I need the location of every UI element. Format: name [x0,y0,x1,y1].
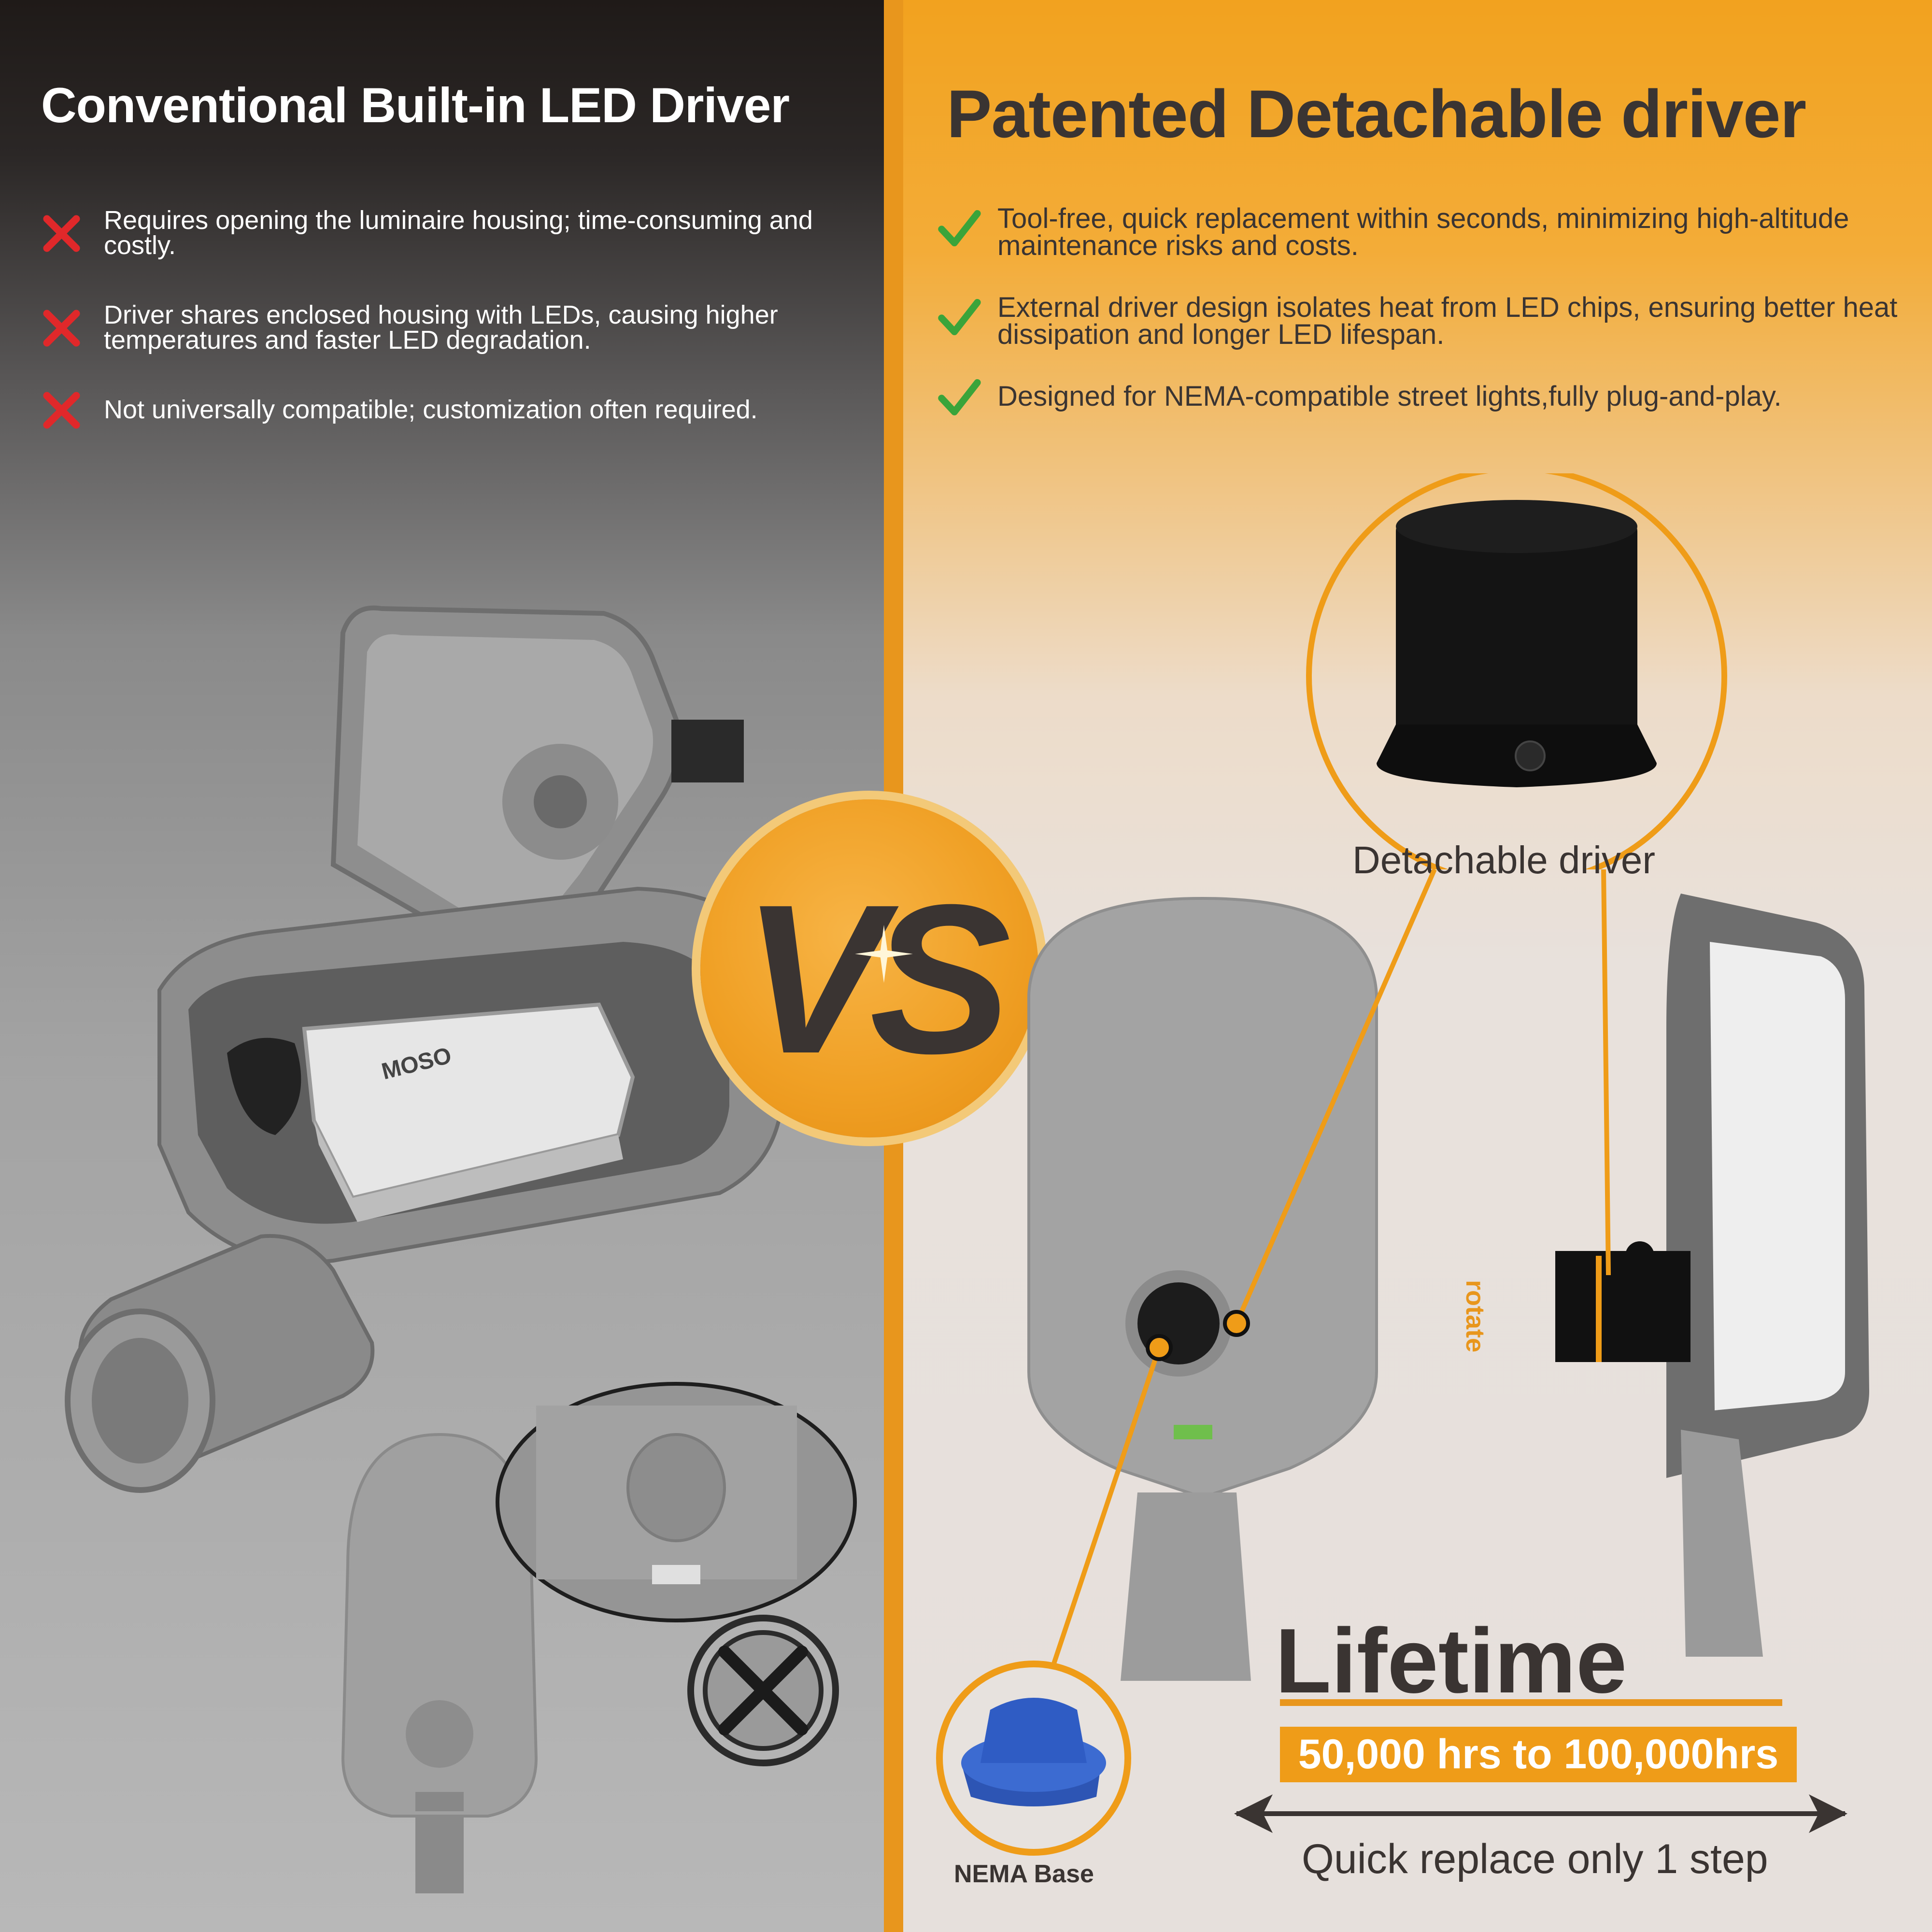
cross-icon [43,215,80,252]
double-arrow-line [1236,1811,1845,1816]
sparkle-icon [855,925,913,983]
arrow-right-icon [1809,1794,1847,1833]
luminaire-side-photo [1555,894,1869,1657]
detachable-title: Patented Detachable driver [947,76,1806,152]
vs-badge: VS [700,799,1038,1137]
benefit-item: External driver design isolates heat fro… [932,292,1918,350]
quick-replace-text: Quick replace only 1 step [1302,1836,1768,1882]
housing-zoom-circle [496,1382,857,1622]
detachable-driver-zoom [1306,473,1727,869]
detachable-benefits-list: Tool-free, quick replacement within seco… [932,203,1918,416]
closed-luminaire-photo [341,1433,538,1893]
benefit-text: Tool-free, quick replacement within seco… [997,203,1849,261]
benefit-text: External driver design isolates heat fro… [997,292,1898,350]
drawback-text: Not universally compatible; customizatio… [104,395,758,424]
callout-lines [1046,869,1611,1682]
builtin-driver: MOSO [302,1002,635,1222]
benefit-item: Tool-free, quick replacement within seco… [932,203,1918,261]
conventional-title: Conventional Built-in LED Driver [41,78,790,133]
check-icon [938,210,981,247]
drawback-item: Driver shares enclosed housing with LEDs… [39,302,869,353]
drawback-item: Not universally compatible; customizatio… [39,392,869,429]
nema-base-label: NEMA Base [954,1860,1094,1888]
check-icon [938,379,981,416]
tools-gear-icon [687,1615,839,1766]
drawback-text: Driver shares enclosed housing with LEDs… [104,300,778,355]
benefit-item: Designed for NEMA-compatible street ligh… [932,379,1918,416]
vs-text: VS [742,861,1011,1098]
luminaire-back-photo [1027,896,1378,1681]
drawback-item: Requires opening the luminaire housing; … [39,206,869,260]
lifetime-underline [1280,1699,1782,1706]
check-icon [938,298,981,336]
lifetime-heading: Lifetime [1275,1610,1627,1712]
open-luminaire-photo: MOSO [65,605,785,1493]
conventional-drawbacks-list: Requires opening the luminaire housing; … [39,206,869,429]
arrow-left-icon [1234,1794,1273,1833]
drawback-text: Requires opening the luminaire housing; … [104,206,813,260]
nema-base-photo [936,1661,1131,1856]
benefit-text: Designed for NEMA-compatible street ligh… [997,381,1782,412]
lifetime-range-badge: 50,000 hrs to 100,000hrs [1280,1727,1797,1782]
cross-icon [43,392,80,429]
cross-icon [43,310,80,347]
